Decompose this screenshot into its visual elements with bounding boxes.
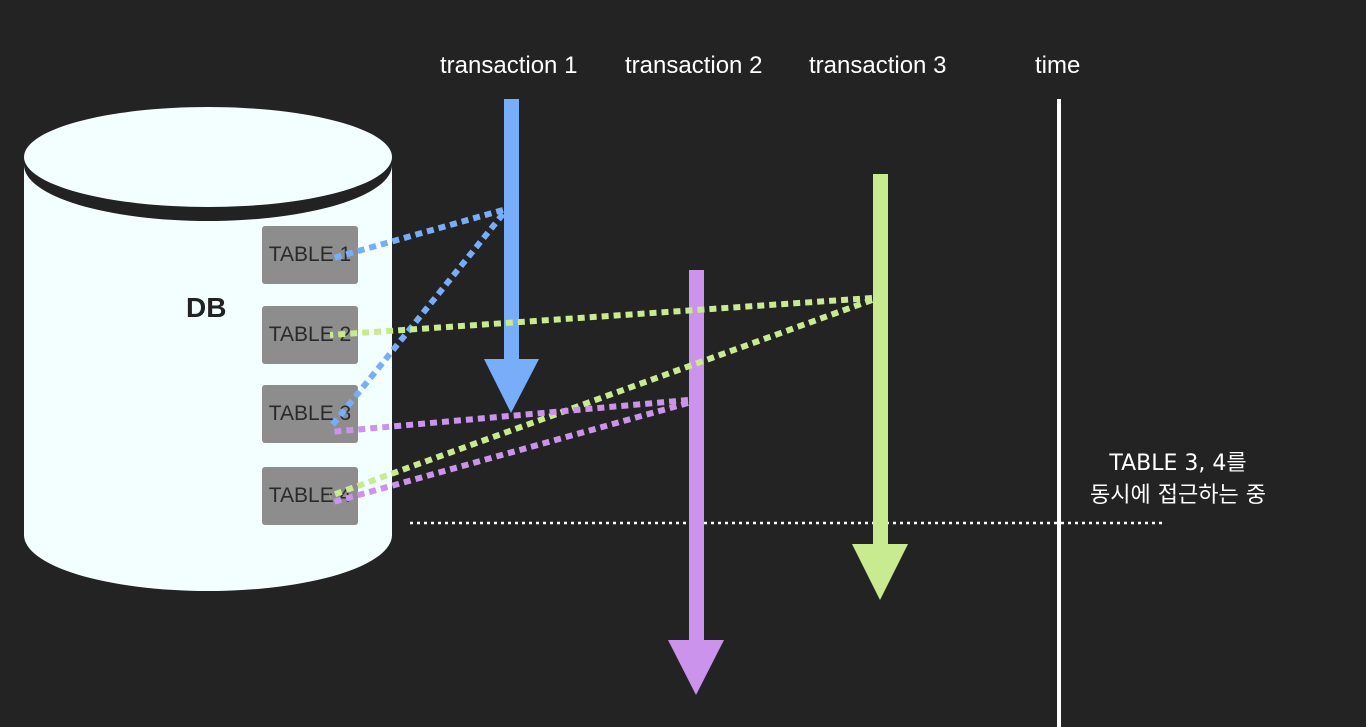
transaction-1-label: transaction 1 — [440, 52, 578, 79]
table-2-box: TABLE 2 — [262, 306, 358, 364]
time-label: time — [1035, 52, 1081, 79]
transaction-3-arrow — [852, 174, 908, 600]
db-label: DB — [186, 292, 227, 323]
concurrent-access-note: TABLE 3, 4를 동시에 접근하는 중 — [1068, 448, 1288, 512]
note-line-1: TABLE 3, 4를 — [1109, 451, 1247, 476]
table-4-box: TABLE 4 — [262, 467, 358, 525]
transaction-3-label: transaction 3 — [809, 52, 947, 79]
db-cylinder-top — [24, 107, 392, 207]
note-line-2: 동시에 접근하는 중 — [1090, 483, 1266, 508]
transaction-2-arrow — [668, 270, 724, 695]
table-3-box: TABLE 3 — [262, 385, 358, 443]
transaction-2-label: transaction 2 — [625, 52, 763, 79]
table-1-box: TABLE 1 — [262, 226, 358, 284]
transaction-1-arrow — [484, 99, 539, 413]
